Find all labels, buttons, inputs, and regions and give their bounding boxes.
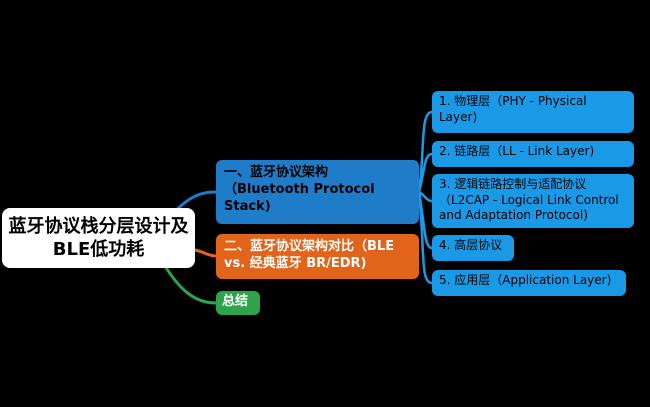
connector-branch1-leaf1 [417,110,433,193]
connector-root-branch2 [194,248,217,258]
leaf-label: 3. 逻辑链路控制与适配协议（L2CAP - Logical Link Cont… [439,177,619,223]
branch-summary[interactable]: 总结 [216,291,260,315]
leaf-l2cap[interactable]: 3. 逻辑链路控制与适配协议（L2CAP - Logical Link Cont… [432,174,634,228]
leaf-physical-layer[interactable]: 1. 物理层（PHY - Physical Layer) [432,91,634,133]
branch-label: 一、蓝牙协议架构（Bluetooth Protocol Stack) [224,165,375,214]
root-topic[interactable]: 蓝牙协议栈分层设计及BLE低功耗 [2,208,195,268]
leaf-label: 1. 物理层（PHY - Physical Layer) [439,94,587,124]
leaf-link-layer[interactable]: 2. 链路层（LL - Link Layer) [432,141,634,167]
leaf-label: 2. 链路层（LL - Link Layer) [439,144,595,158]
leaf-application-layer[interactable]: 5. 应用层（Application Layer) [432,270,626,296]
branch-label: 总结 [222,294,249,309]
leaf-label: 5. 应用层（Application Layer) [439,273,612,287]
branch-label: 二、蓝牙协议架构对比（BLE vs. 经典蓝牙 BR/EDR) [224,239,395,271]
leaf-label: 4. 高层协议 [439,238,503,252]
connector-branch1-leaf2 [417,152,433,193]
connector-branch1-leaf5 [417,191,433,285]
branch-protocol-stack[interactable]: 一、蓝牙协议架构（Bluetooth Protocol Stack) [216,160,419,224]
branch-ble-vs-classic[interactable]: 二、蓝牙协议架构对比（BLE vs. 经典蓝牙 BR/EDR) [216,234,419,279]
leaf-upper-protocols[interactable]: 4. 高层协议 [432,235,514,261]
connector-root-branch3 [163,265,217,305]
root-topic-label: 蓝牙协议栈分层设计及BLE低功耗 [8,215,189,260]
